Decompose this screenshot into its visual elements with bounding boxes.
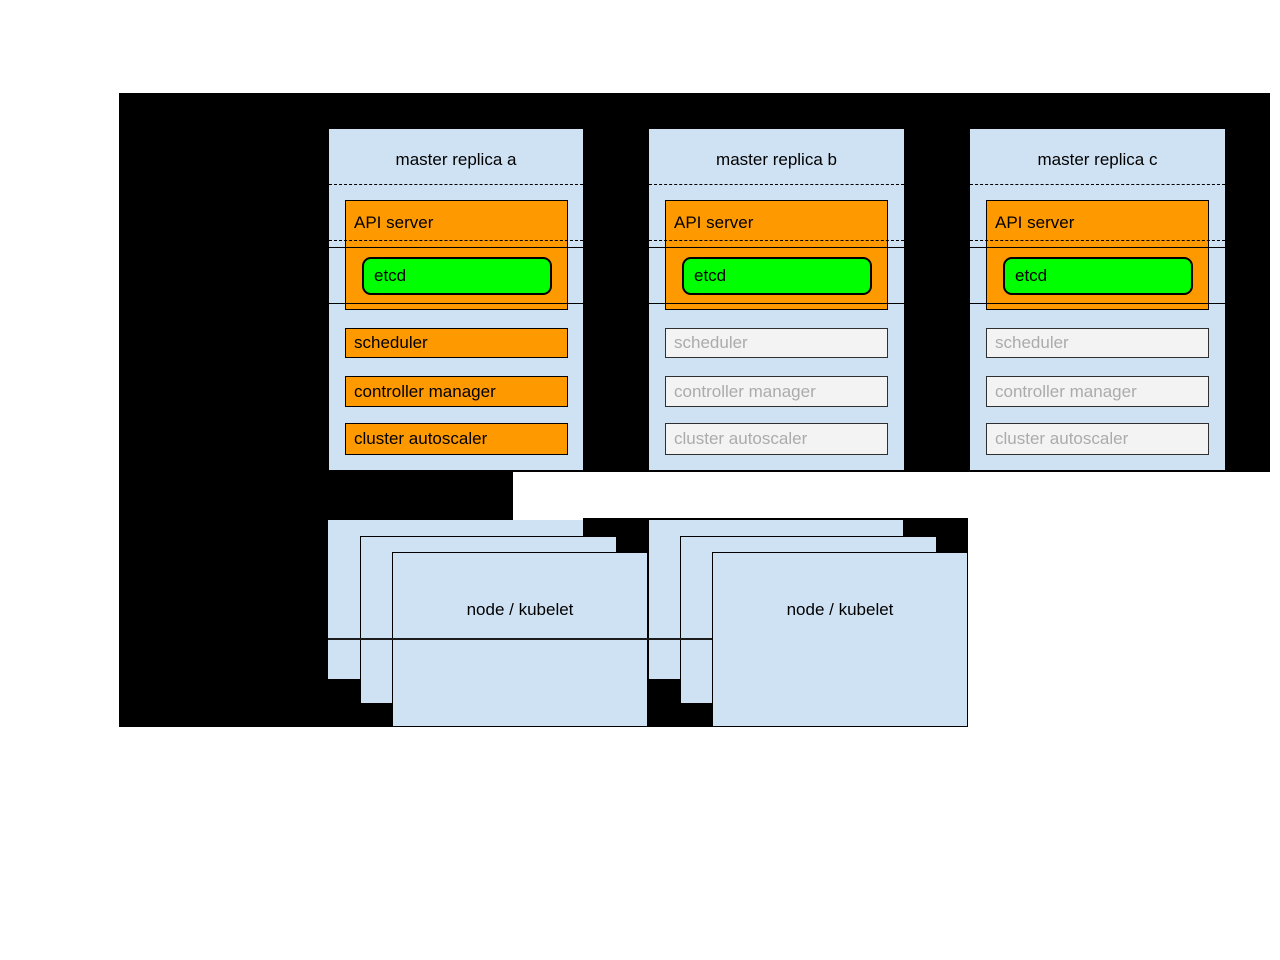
etcd-label: etcd	[694, 266, 727, 285]
etcd-band-top-line	[970, 247, 1225, 248]
master-replica-c-title: master replica c	[1037, 150, 1158, 169]
controller-manager-label: controller manager	[674, 381, 816, 401]
api-server-label: API server	[995, 213, 1075, 232]
cluster-autoscaler-label: cluster autoscaler	[354, 429, 488, 448]
master-replica-a-title: master replica a	[395, 150, 517, 169]
controller-manager-label: controller manager	[354, 381, 496, 401]
scheduler-label: scheduler	[995, 333, 1069, 352]
etcd-label: etcd	[1015, 266, 1048, 285]
api-server-label: API server	[354, 213, 434, 232]
etcd-band-dashed-line	[329, 240, 583, 241]
scheduler-label: scheduler	[674, 333, 748, 352]
cluster-autoscaler-box-inactive: cluster autoscaler	[986, 423, 1209, 455]
etcd-label: etcd	[374, 266, 407, 285]
etcd-band-dashed-line	[970, 240, 1225, 241]
controller-manager-box-inactive: controller manager	[986, 376, 1209, 407]
etcd-band-top-line	[329, 247, 583, 248]
master-replica-b-card: master replica b API server etcd schedul…	[649, 129, 904, 470]
etcd-band-top-line	[649, 247, 904, 248]
title-divider-dashed	[970, 184, 1225, 185]
title-divider-dashed	[649, 184, 904, 185]
api-server-label: API server	[674, 213, 754, 232]
etcd-band-bottom-line	[329, 303, 583, 304]
controller-manager-label: controller manager	[995, 381, 1137, 401]
etcd-box: etcd	[1003, 257, 1193, 295]
cluster-autoscaler-box: cluster autoscaler	[345, 423, 568, 455]
etcd-band-dashed-line	[649, 240, 904, 241]
master-replica-c-card: master replica c API server etcd schedul…	[970, 129, 1225, 470]
title-divider-dashed	[329, 184, 583, 185]
etcd-band-bottom-line	[649, 303, 904, 304]
scheduler-box-inactive: scheduler	[986, 328, 1209, 358]
node-stack-2-front-box: node / kubelet	[712, 552, 968, 727]
controller-manager-box: controller manager	[345, 376, 568, 407]
etcd-box: etcd	[362, 257, 552, 295]
cluster-autoscaler-label: cluster autoscaler	[995, 429, 1129, 448]
scheduler-box-inactive: scheduler	[665, 328, 888, 358]
etcd-box: etcd	[682, 257, 872, 295]
cluster-autoscaler-box-inactive: cluster autoscaler	[665, 423, 888, 455]
controller-manager-box-inactive: controller manager	[665, 376, 888, 407]
node-kubelet-label: node / kubelet	[786, 600, 894, 619]
scheduler-label: scheduler	[354, 333, 428, 352]
cluster-autoscaler-label: cluster autoscaler	[674, 429, 808, 448]
node-kubelet-label: node / kubelet	[466, 600, 574, 619]
master-replica-b-title: master replica b	[716, 150, 837, 169]
node-section-divider-line	[328, 638, 712, 640]
scheduler-box: scheduler	[345, 328, 568, 358]
master-replica-a-card: master replica a API server etcd schedul…	[329, 129, 583, 470]
etcd-band-bottom-line	[970, 303, 1225, 304]
